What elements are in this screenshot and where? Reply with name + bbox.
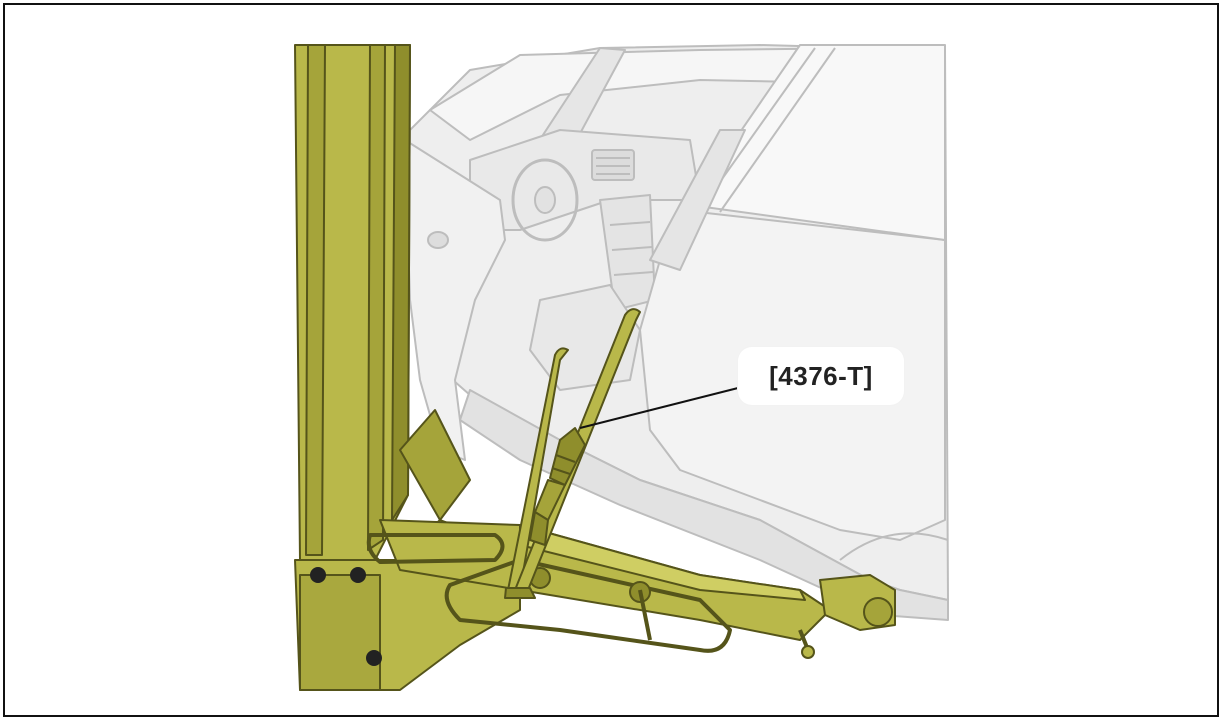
lift-arm [366,409,896,659]
tool-callout-label: [4376-T] [738,347,904,405]
vehicle-body [404,44,949,621]
callout-leader-line [579,387,739,429]
ratchet-buckle [529,427,586,546]
